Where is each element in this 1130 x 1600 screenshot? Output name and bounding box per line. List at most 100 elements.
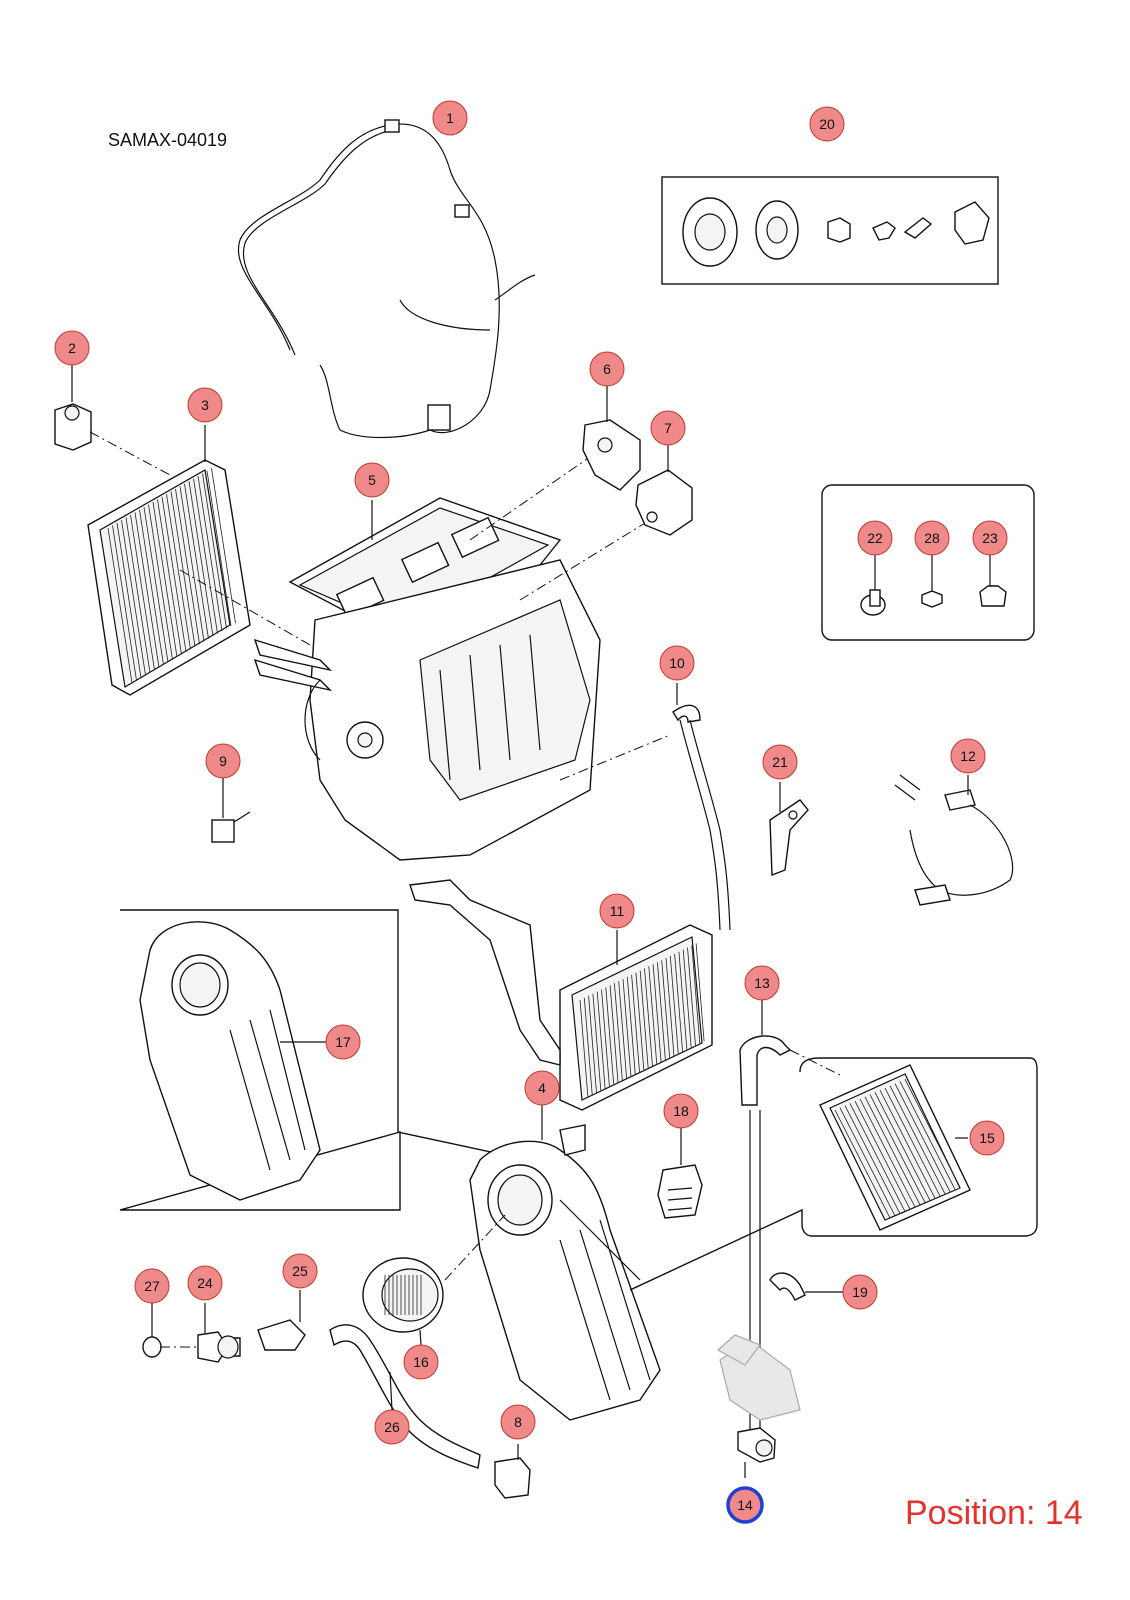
callout-8[interactable]: 8: [500, 1404, 536, 1440]
callout-5[interactable]: 5: [354, 462, 390, 498]
clip-22-part[interactable]: [860, 555, 886, 616]
callout-bubble[interactable]: [354, 462, 390, 498]
callout-19[interactable]: 19: [842, 1274, 878, 1310]
hatch-line: [193, 478, 218, 634]
hatch-line: [134, 512, 160, 668]
callout-bubble[interactable]: [432, 100, 468, 136]
callout-bubble[interactable]: [762, 744, 798, 780]
callout-1[interactable]: 1: [432, 100, 468, 136]
callout-number: 23: [982, 530, 998, 546]
bracket-21-part[interactable]: [769, 782, 809, 877]
callout-bubble[interactable]: [726, 1486, 764, 1524]
actuator-7-part[interactable]: [635, 445, 693, 536]
callout-23[interactable]: 23: [972, 520, 1008, 556]
blower-housing-17-part[interactable]: [139, 921, 330, 1201]
drain-valve-14-part[interactable]: [737, 1427, 776, 1478]
socket-24-part[interactable]: [197, 1303, 241, 1363]
callout-bubble[interactable]: [403, 1344, 439, 1380]
callout-10[interactable]: 10: [659, 645, 695, 681]
hvac-case-part[interactable]: [253, 449, 651, 861]
callout-25[interactable]: 25: [282, 1253, 318, 1289]
callout-26[interactable]: 26: [374, 1409, 410, 1445]
connector-8-part[interactable]: [494, 1444, 531, 1499]
drain-hose-26-part[interactable]: [329, 1324, 481, 1469]
callout-bubble[interactable]: [500, 1404, 536, 1440]
callout-bubble[interactable]: [599, 893, 635, 929]
expansion-valve-part[interactable]: [54, 365, 171, 476]
callout-bubble[interactable]: [969, 1120, 1005, 1156]
callout-11[interactable]: 11: [599, 893, 635, 929]
callout-bubble[interactable]: [857, 520, 893, 556]
callout-number: 6: [603, 361, 611, 377]
heater-core-part[interactable]: [409, 879, 713, 1111]
hatch-line: [588, 995, 597, 1094]
callout-14[interactable]: 14: [726, 1486, 764, 1524]
callout-bubble[interactable]: [914, 520, 950, 556]
drain-hose-part[interactable]: [559, 683, 731, 931]
resistor-18-part[interactable]: [657, 1128, 703, 1219]
screw-28-part[interactable]: [921, 555, 943, 608]
callout-4[interactable]: 4: [524, 1070, 560, 1106]
callout-number: 19: [852, 1284, 868, 1300]
blower-housing-4-part[interactable]: [469, 1104, 661, 1421]
sensor-9-part[interactable]: [211, 778, 251, 843]
hatch-line: [844, 1105, 901, 1214]
callout-21[interactable]: 21: [762, 744, 798, 780]
callout-bubble[interactable]: [663, 1093, 699, 1129]
callout-bubble[interactable]: [744, 965, 780, 1001]
sensor-wire-12-part[interactable]: [894, 774, 1014, 906]
callout-number: 7: [664, 420, 672, 436]
parts-kit-20[interactable]: [661, 176, 999, 285]
connector-19-part[interactable]: [769, 1272, 843, 1301]
callout-bubble[interactable]: [950, 738, 986, 774]
callout-15[interactable]: 15: [969, 1120, 1005, 1156]
callout-bubble[interactable]: [589, 351, 625, 387]
hatch-line: [152, 501, 178, 658]
callout-7[interactable]: 7: [650, 410, 686, 446]
grommet-27-part[interactable]: [142, 1303, 200, 1358]
callout-bubble[interactable]: [282, 1253, 318, 1289]
callout-24[interactable]: 24: [187, 1265, 223, 1301]
hatch-line: [601, 989, 610, 1088]
callout-22[interactable]: 22: [857, 520, 893, 556]
callout-bubble[interactable]: [205, 743, 241, 779]
hatch-line: [592, 993, 602, 1092]
hatch-line: [899, 1081, 956, 1190]
callout-bubble[interactable]: [842, 1274, 878, 1310]
connector-25-part[interactable]: [257, 1290, 306, 1351]
callout-9[interactable]: 9: [205, 743, 241, 779]
callout-bubble[interactable]: [187, 387, 223, 423]
callout-bubble[interactable]: [972, 520, 1008, 556]
callout-bubble[interactable]: [134, 1268, 170, 1304]
cabin-filter-15-part[interactable]: [819, 1064, 971, 1231]
evaporator-core-part[interactable]: [87, 425, 311, 696]
hatch-line: [854, 1101, 911, 1210]
callout-bubble[interactable]: [650, 410, 686, 446]
callout-27[interactable]: 27: [134, 1268, 170, 1304]
callout-28[interactable]: 28: [914, 520, 950, 556]
callout-16[interactable]: 16: [403, 1344, 439, 1380]
callout-bubble[interactable]: [54, 330, 90, 366]
nut-23-part[interactable]: [979, 555, 1007, 607]
callout-17[interactable]: 17: [325, 1024, 361, 1060]
actuator-6-part[interactable]: [582, 385, 641, 491]
callout-6[interactable]: 6: [589, 351, 625, 387]
callout-18[interactable]: 18: [663, 1093, 699, 1129]
wiring-harness-part[interactable]: [237, 119, 536, 439]
callout-2[interactable]: 2: [54, 330, 90, 366]
callout-bubble[interactable]: [659, 645, 695, 681]
hatch-line: [678, 951, 688, 1050]
hatch-line: [143, 507, 169, 663]
hatch-line: [112, 525, 137, 681]
callout-bubble[interactable]: [325, 1024, 361, 1060]
callout-bubble[interactable]: [374, 1409, 410, 1445]
callout-3[interactable]: 3: [187, 387, 223, 423]
callout-bubble[interactable]: [524, 1070, 560, 1106]
callout-bubble[interactable]: [187, 1265, 223, 1301]
callout-20[interactable]: 20: [809, 106, 845, 142]
blower-fan-16-part[interactable]: [362, 1214, 506, 1346]
callout-13[interactable]: 13: [744, 965, 780, 1001]
callout-bubble[interactable]: [809, 106, 845, 142]
callout-12[interactable]: 12: [950, 738, 986, 774]
hatch-line: [157, 499, 182, 655]
